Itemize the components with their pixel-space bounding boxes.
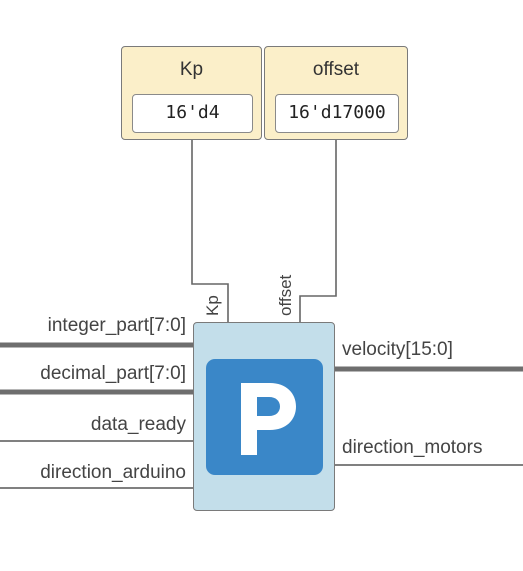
input-label-data-ready: data_ready: [90, 414, 186, 435]
input-label-integer-part: integer_part[7:0]: [47, 315, 186, 336]
port-label-kp: Kp: [203, 295, 222, 316]
offset-parameter-wire: [299, 139, 337, 322]
port-label-offset: offset: [276, 274, 295, 316]
input-label-decimal-part: decimal_part[7:0]: [40, 363, 186, 384]
output-label-direction-motors: direction_motors: [342, 437, 483, 458]
parameter-box-kp[interactable]: Kp 16'd4: [121, 46, 262, 140]
input-label-direction-arduino: direction_arduino: [40, 462, 186, 483]
parameter-value: 16'd17000: [275, 94, 399, 133]
parameter-name: offset: [312, 59, 360, 80]
parameter-box-offset[interactable]: offset 16'd17000: [264, 46, 408, 140]
parameter-value: 16'd4: [132, 94, 253, 133]
letter-p-icon: [206, 359, 323, 475]
parameter-name: Kp: [179, 59, 204, 80]
kp-parameter-wire: [191, 139, 229, 322]
output-label-velocity: velocity[15:0]: [342, 339, 453, 360]
module-p-block[interactable]: [193, 322, 335, 511]
